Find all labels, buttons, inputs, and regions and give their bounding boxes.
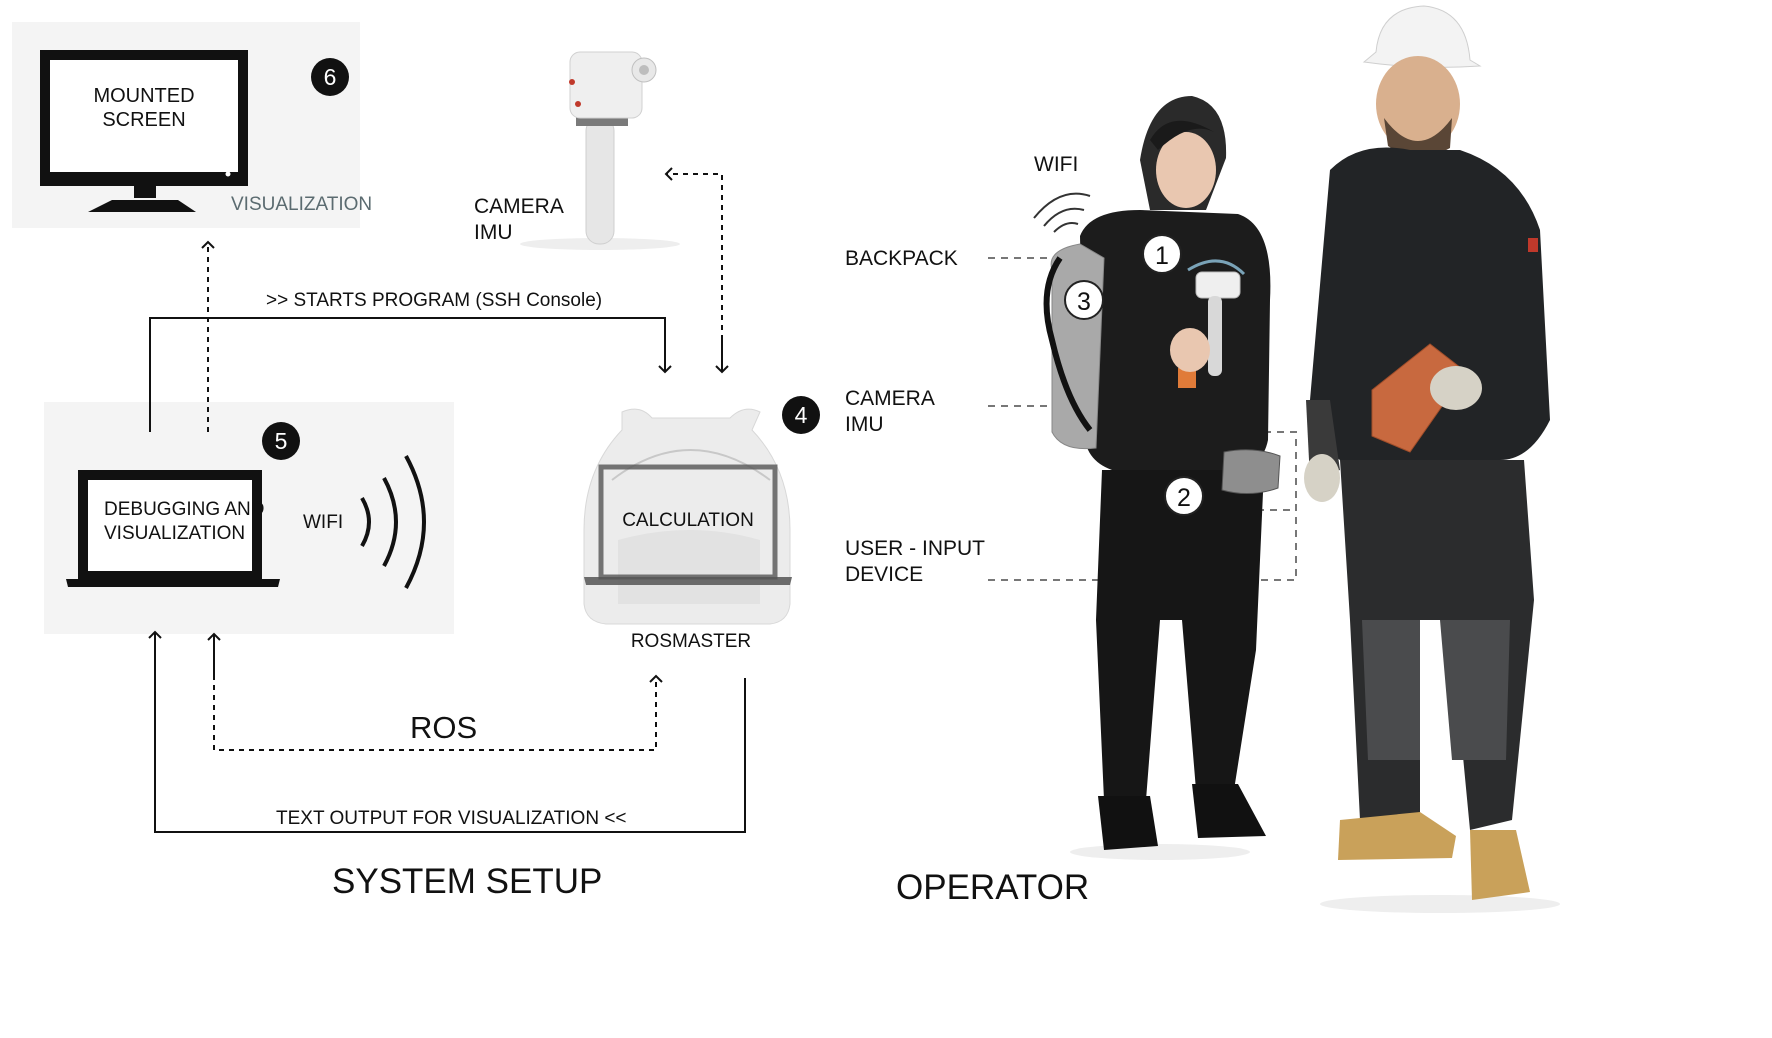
visualization-caption: VISUALIZATION: [231, 194, 373, 215]
ros-dashed-connector: [207, 632, 663, 751]
rosmaster-label: ROSMASTER: [630, 631, 752, 652]
operator-woman-image: [1043, 96, 1281, 860]
system-setup-title: SYSTEM SETUP: [332, 862, 603, 901]
operator-wifi-label: WIFI: [1034, 153, 1079, 176]
operator-wifi-icon: [1033, 192, 1091, 233]
badge-5: 5: [262, 422, 300, 460]
debugging-visualization-label: DEBUGGING AND VISUALIZATION: [104, 499, 265, 544]
ros-label: ROS: [410, 710, 478, 745]
text-output-label: TEXT OUTPUT FOR VISUALIZATION <<: [276, 808, 627, 829]
starts-program-label: >> STARTS PROGRAM (SSH Console): [266, 290, 603, 311]
debug-laptop-icon: [66, 470, 280, 587]
badge-4: 4: [782, 396, 820, 434]
calculation-laptop-icon: [584, 464, 792, 585]
camera-imu-label: CAMERA IMU: [474, 195, 564, 244]
operator-man-image: [1304, 5, 1560, 913]
monitor-icon: [40, 50, 248, 212]
camera-imu-device-image: [520, 51, 680, 250]
mounted-screen-label: MOUNTED SCREEN: [93, 85, 195, 131]
backpack-callout-label: BACKPACK: [845, 247, 958, 270]
wifi-waves-icon: [360, 455, 426, 589]
starts-program-arrow: [149, 317, 672, 432]
camera-link-dashed-arrow: [664, 167, 729, 374]
user-input-device-callout-label: USER - INPUT DEVICE: [845, 537, 986, 586]
badge-6: 6: [311, 58, 349, 96]
badge-3: 3: [1064, 280, 1104, 320]
operator-title: OPERATOR: [896, 868, 1090, 907]
text-output-arrow: [148, 630, 746, 833]
camera-imu-callout-label: CAMERA IMU: [845, 387, 935, 436]
badge-2: 2: [1164, 476, 1204, 516]
laptop-wifi-label: WIFI: [303, 512, 344, 533]
badge-1: 1: [1142, 234, 1182, 274]
calculation-label: CALCULATION: [622, 510, 754, 531]
